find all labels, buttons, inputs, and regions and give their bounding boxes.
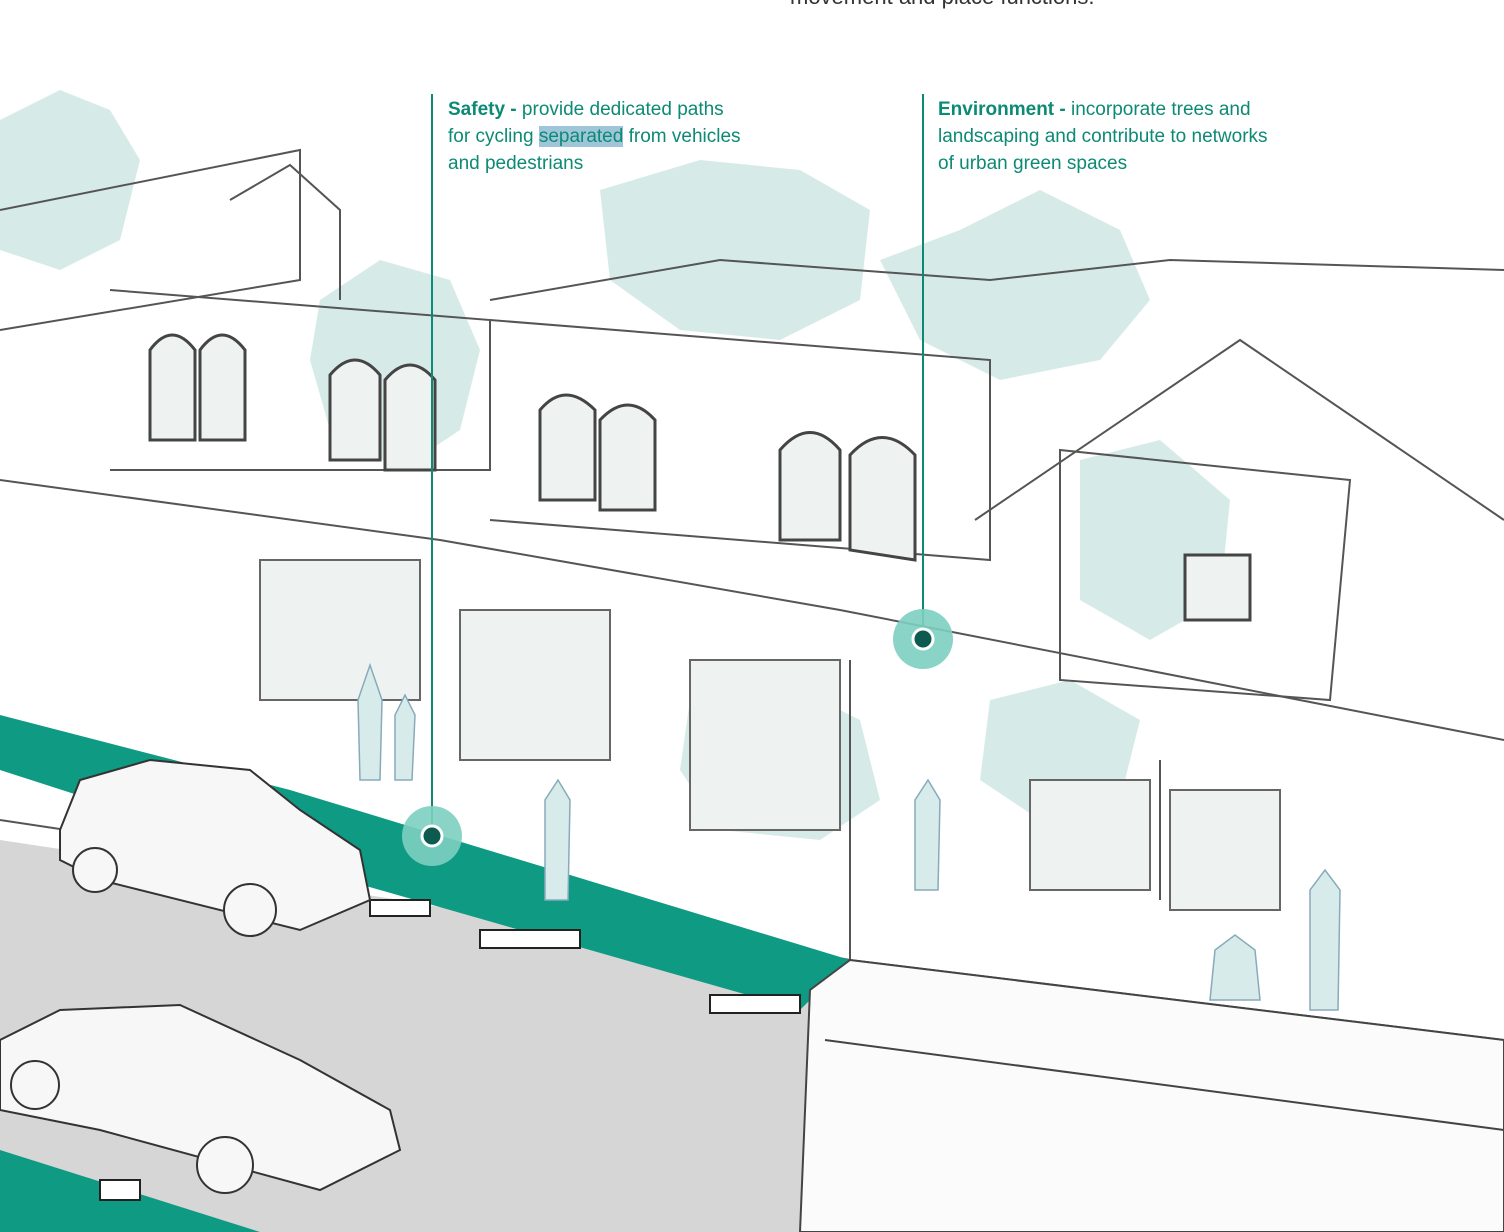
callout-safety-text-after: from vehicles and pedestrians bbox=[448, 126, 741, 174]
callout-safety-term: Safety - bbox=[448, 99, 517, 120]
callout-safety-text-before: provide dedicated paths for cycling bbox=[448, 99, 724, 147]
callout-environment: Environment - incorporate trees and land… bbox=[938, 96, 1278, 177]
callout-safety: Safety - provide dedicated paths for cyc… bbox=[448, 96, 748, 177]
lane-separators bbox=[99, 899, 801, 1201]
shopfronts bbox=[259, 559, 1281, 911]
environment-marker bbox=[893, 609, 953, 669]
bus bbox=[798, 958, 1504, 1232]
parked-cars bbox=[0, 758, 402, 1194]
callout-environment-term: Environment - bbox=[938, 99, 1066, 120]
safety-marker bbox=[402, 806, 462, 866]
callout-safety-highlight: separated bbox=[538, 126, 624, 147]
arched-windows bbox=[148, 333, 1252, 622]
callout-environment-text: incorporate trees and landscaping and co… bbox=[938, 99, 1268, 174]
intro-text-fragment: movement and place functions. bbox=[790, 0, 1095, 10]
pedestrians bbox=[357, 662, 1341, 1011]
